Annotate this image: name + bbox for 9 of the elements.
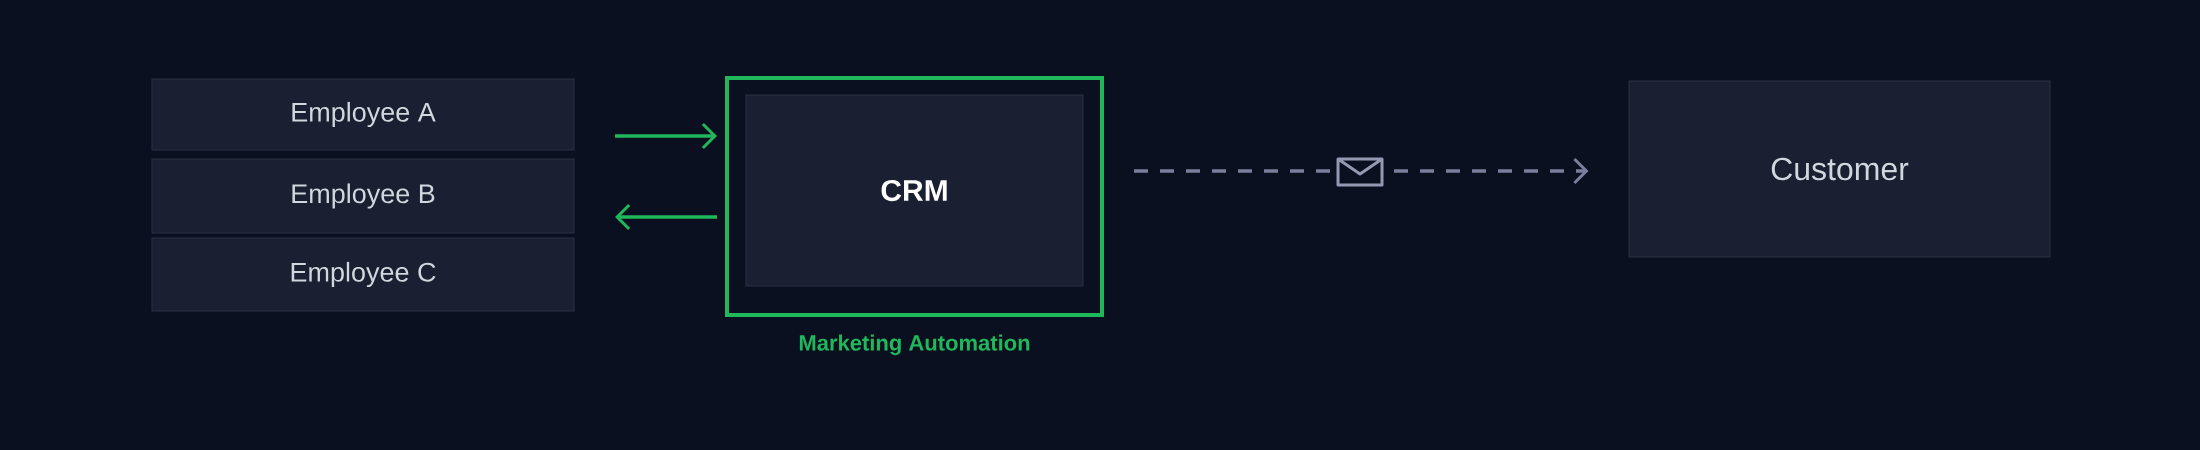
employee-box: Employee B xyxy=(151,158,575,234)
arrow xyxy=(615,203,717,231)
crm-box: CRM xyxy=(745,94,1084,287)
arrow xyxy=(1134,157,1589,185)
arrow xyxy=(615,122,717,150)
employee-box: Employee C xyxy=(151,237,575,312)
node-label: Marketing Automation xyxy=(799,334,1030,356)
customer-box: Customer xyxy=(1628,80,2051,258)
employee-box: Employee A xyxy=(151,78,575,151)
